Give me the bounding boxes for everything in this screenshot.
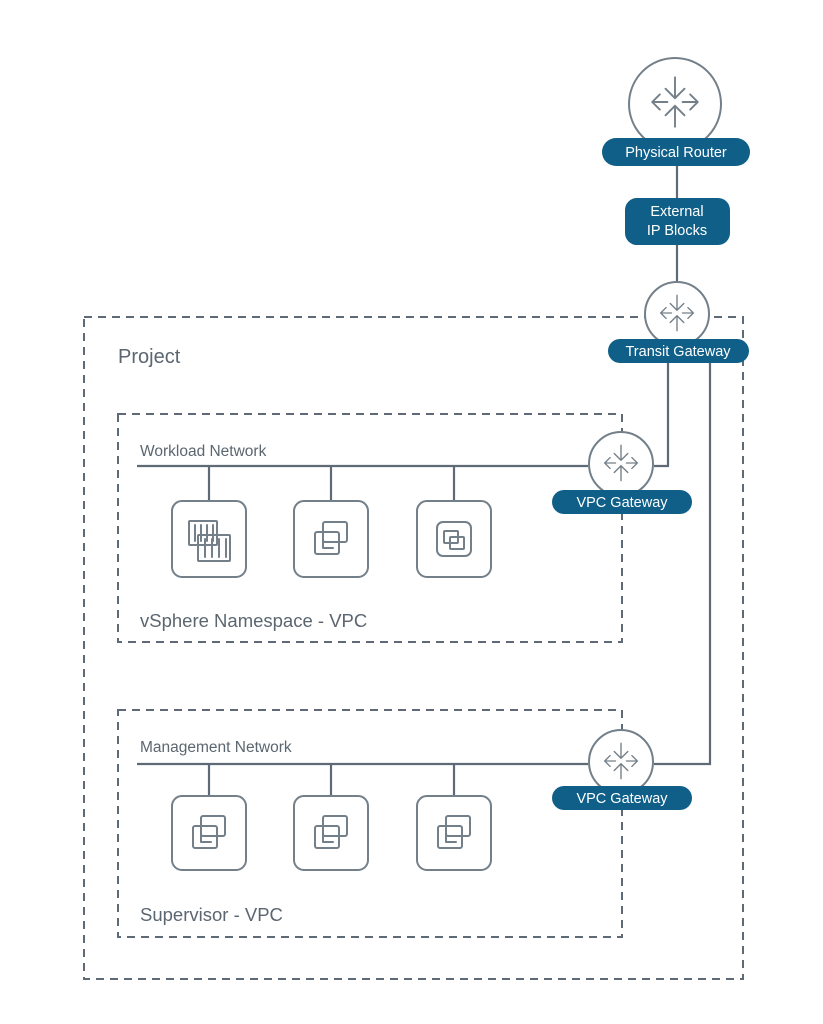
external-ip-blocks-label-line1: External	[650, 204, 703, 220]
project-boundary	[83, 316, 744, 980]
virtual-machine-icon	[416, 795, 492, 871]
virtual-machine-icon	[171, 795, 247, 871]
router-icon	[588, 729, 654, 795]
vpc-gateway-top-node: VPC Gateway	[552, 431, 692, 514]
router-icon	[644, 281, 710, 347]
transit-to-vpc-gateway-top-link	[654, 362, 670, 468]
vsphere-namespace-vpc-boundary	[117, 413, 623, 643]
virtual-machine-icon	[293, 500, 369, 578]
project-label: Project	[118, 346, 181, 368]
transit-gateway-node: Transit Gateway	[608, 281, 749, 363]
management-network-label: Management Network	[140, 739, 292, 756]
physical-router-node: Physical Router	[602, 57, 750, 166]
supervisor-vpc-label: Supervisor - VPC	[140, 904, 283, 925]
external-ip-blocks-node: External IP Blocks	[625, 198, 730, 245]
transit-gateway-label: Transit Gateway	[625, 344, 731, 360]
vpc-gateway-bottom-pill	[552, 786, 692, 810]
vsphere-namespace-vpc-label: vSphere Namespace - VPC	[140, 610, 367, 631]
virtual-machine-icon	[293, 795, 369, 871]
physical-router-label: Physical Router	[625, 145, 727, 161]
vpc-gateway-top-label: VPC Gateway	[576, 495, 668, 511]
supervisor-vpc-boundary	[117, 709, 623, 938]
transit-gateway-pill	[608, 339, 749, 363]
router-icon	[588, 431, 654, 497]
vpc-gateway-bottom-label: VPC Gateway	[576, 791, 668, 807]
container-pod-icon	[171, 500, 247, 578]
router-icon	[628, 57, 722, 151]
vpc-gateway-top-pill	[552, 490, 692, 514]
vpc-gateway-bottom-node: VPC Gateway	[552, 729, 692, 810]
external-ip-blocks-box	[625, 198, 730, 245]
physical-router-pill	[602, 138, 750, 166]
transit-to-vpc-gateway-bottom-link	[654, 362, 712, 766]
vm-service-icon	[416, 500, 492, 578]
external-ip-blocks-label-line2: IP Blocks	[647, 223, 707, 239]
workload-network-label: Workload Network	[140, 443, 267, 460]
